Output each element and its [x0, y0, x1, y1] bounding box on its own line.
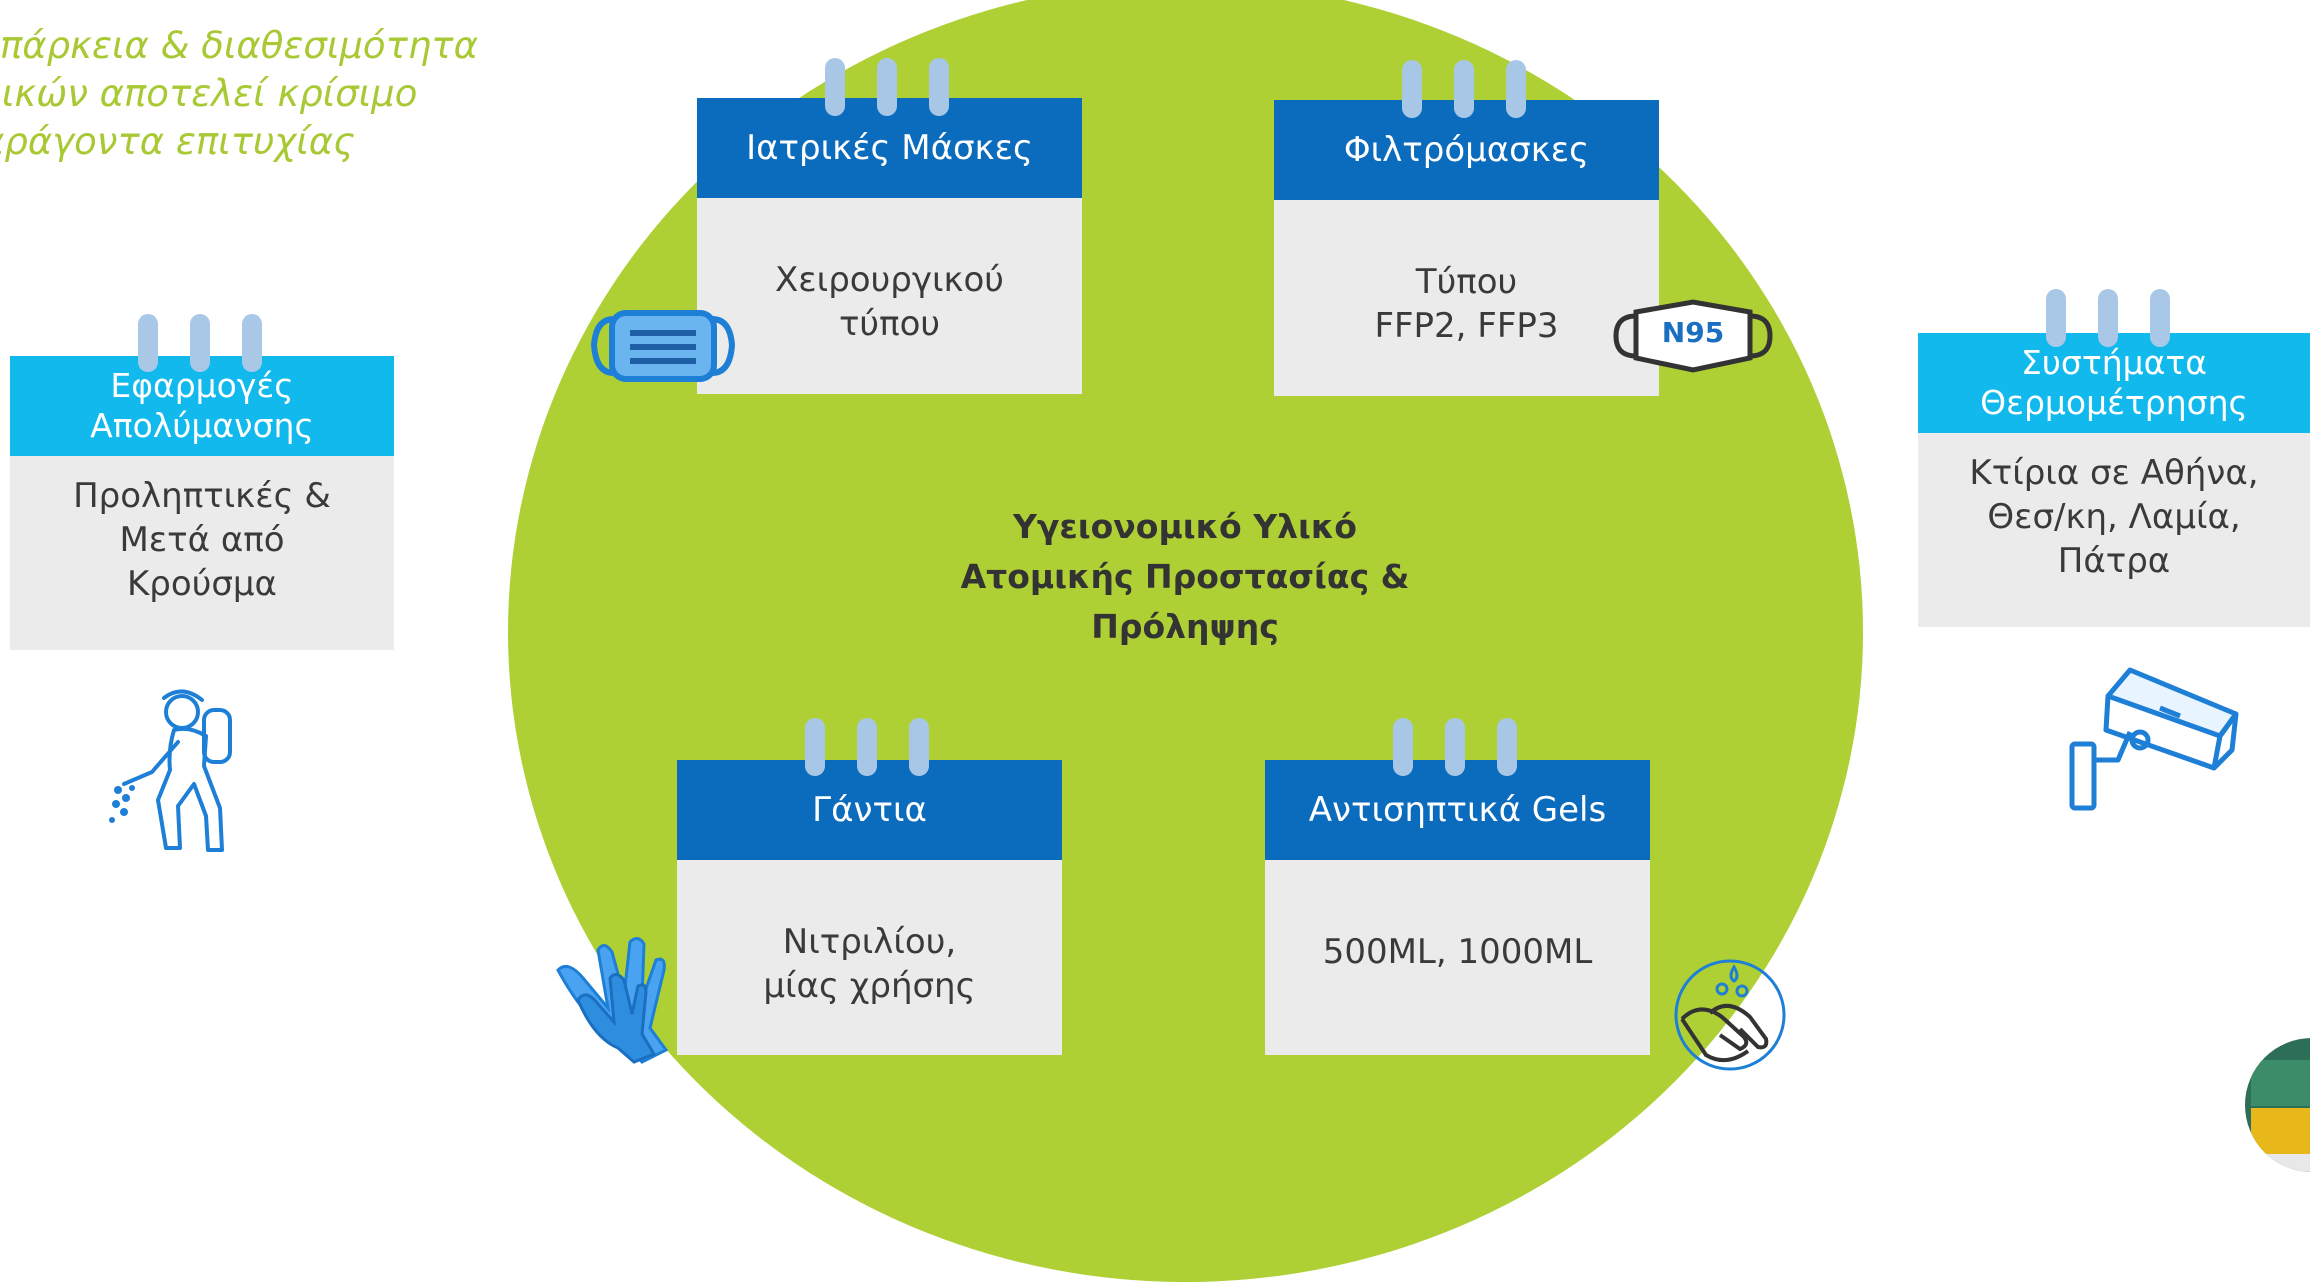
binder-ring	[909, 718, 929, 776]
card-title: Εφαρμογές Απολύμανσης	[10, 356, 394, 456]
binder-ring	[857, 718, 877, 776]
surgical-mask-icon	[590, 310, 736, 382]
binder-ring	[1393, 718, 1413, 776]
binder-ring	[242, 314, 262, 372]
card-body: 500ML, 1000ML	[1265, 860, 1650, 1055]
card-title: Γάντια	[677, 760, 1062, 860]
binder-ring	[877, 58, 897, 116]
center-title: Υγειονομικό Υλικό Ατομικής Προστασίας & …	[960, 507, 1410, 646]
card-disinfection: Εφαρμογές Απολύμανσης Προληπτικές & Μετά…	[10, 314, 394, 650]
binder-ring	[2046, 289, 2066, 347]
hand-wash-icon	[1674, 959, 1786, 1071]
card-gloves: Γάντια Νιτριλίου, μίας χρήσης	[677, 718, 1062, 1055]
gloves-icon	[556, 937, 669, 1064]
binder-ring	[138, 314, 158, 372]
binder-ring	[2150, 289, 2170, 347]
card-body: Χειρουργικού τύπου	[697, 198, 1082, 394]
organization-logo	[2245, 1038, 2310, 1172]
binder-ring	[2098, 289, 2118, 347]
binder-ring	[190, 314, 210, 372]
card-filter-masks: Φιλτρόμασκες Τύπου FFP2, FFP3	[1274, 60, 1659, 396]
sprayer-worker-icon	[109, 689, 232, 852]
n95-label: N95	[1661, 316, 1725, 349]
binder-ring	[1445, 718, 1465, 776]
binder-ring	[1506, 60, 1526, 118]
tagline: επάρκεια & διαθεσιμότητα λικών αποτελεί …	[0, 24, 478, 163]
card-medical-masks: Ιατρικές Μάσκες Χειρουργικού τύπου	[697, 58, 1082, 394]
card-title: Συστήματα Θερμομέτρησης	[1918, 333, 2310, 433]
binder-ring	[1454, 60, 1474, 118]
n95-mask-icon: N95	[1610, 298, 1776, 374]
security-camera-icon	[2069, 667, 2239, 811]
card-thermometry: Συστήματα Θερμομέτρησης Κτίρια σε Αθήνα,…	[1918, 289, 2310, 627]
card-title: Αντισηπτικά Gels	[1265, 760, 1650, 860]
card-body: Προληπτικές & Μετά από Κρούσμα	[10, 456, 394, 650]
card-body: Νιτριλίου, μίας χρήσης	[677, 860, 1062, 1055]
binder-ring	[1497, 718, 1517, 776]
card-antiseptic-gels: Αντισηπτικά Gels 500ML, 1000ML	[1265, 718, 1650, 1055]
binder-ring	[929, 58, 949, 116]
binder-ring	[825, 58, 845, 116]
binder-ring	[805, 718, 825, 776]
card-body: Κτίρια σε Αθήνα, Θεσ/κη, Λαμία, Πάτρα	[1918, 433, 2310, 627]
binder-ring	[1402, 60, 1422, 118]
card-body: Τύπου FFP2, FFP3	[1274, 200, 1659, 396]
